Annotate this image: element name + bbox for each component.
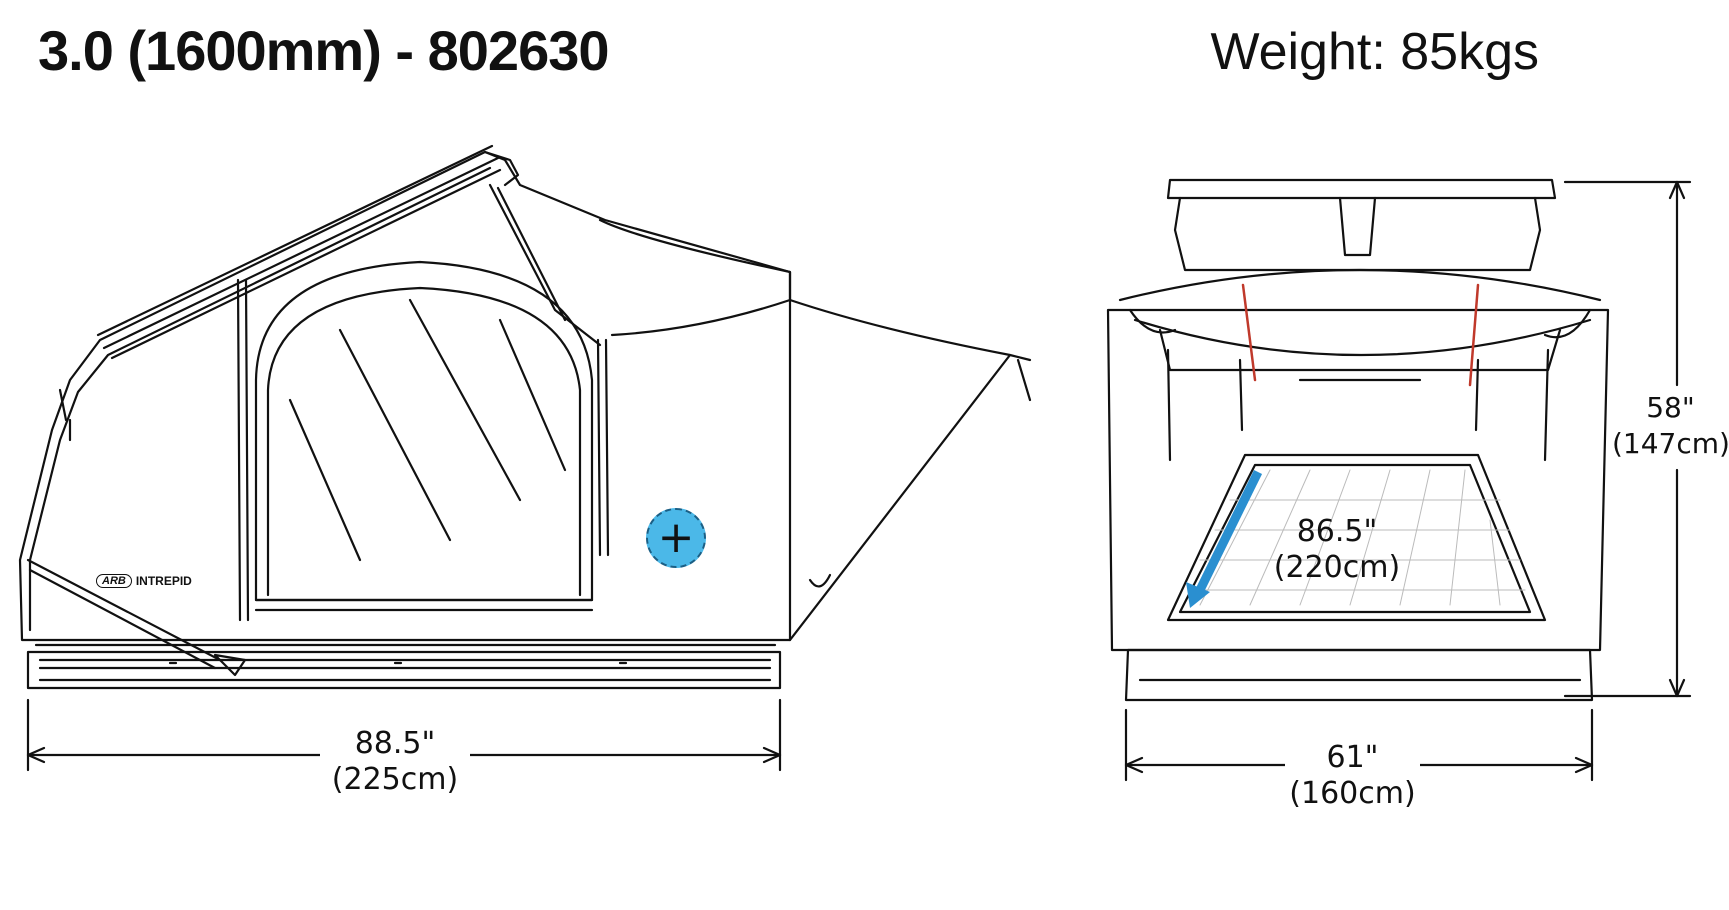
weight-label: Weight: 85kgs bbox=[1210, 23, 1539, 81]
front-height-dimension bbox=[1563, 180, 1692, 698]
side-window bbox=[254, 260, 594, 602]
front-width-label: 61" (160cm) bbox=[1285, 740, 1420, 812]
add-hotspot-button[interactable]: + bbox=[646, 508, 706, 568]
brand-name: INTREPID bbox=[135, 574, 192, 588]
side-base bbox=[26, 650, 782, 690]
front-height-label: 58" (147cm) bbox=[1612, 390, 1729, 462]
side-length-label: 88.5" (225cm) bbox=[320, 726, 470, 798]
floor-length-label: 86.5" (220cm) bbox=[1273, 514, 1401, 585]
front-floor bbox=[1166, 453, 1547, 622]
side-length-dimension bbox=[26, 698, 782, 772]
page-title: 3.0 (1600mm) - 802630 bbox=[38, 19, 609, 82]
front-body bbox=[1106, 308, 1610, 652]
front-base bbox=[1124, 648, 1594, 702]
side-view-tent bbox=[18, 144, 1032, 690]
plus-icon: + bbox=[657, 512, 695, 563]
brand-logo: ARB INTREPID bbox=[96, 574, 192, 588]
front-view-tent bbox=[1106, 178, 1610, 702]
front-width-dimension bbox=[1124, 708, 1594, 782]
front-straps bbox=[1241, 283, 1480, 387]
floor-length-arrow bbox=[1186, 470, 1263, 608]
